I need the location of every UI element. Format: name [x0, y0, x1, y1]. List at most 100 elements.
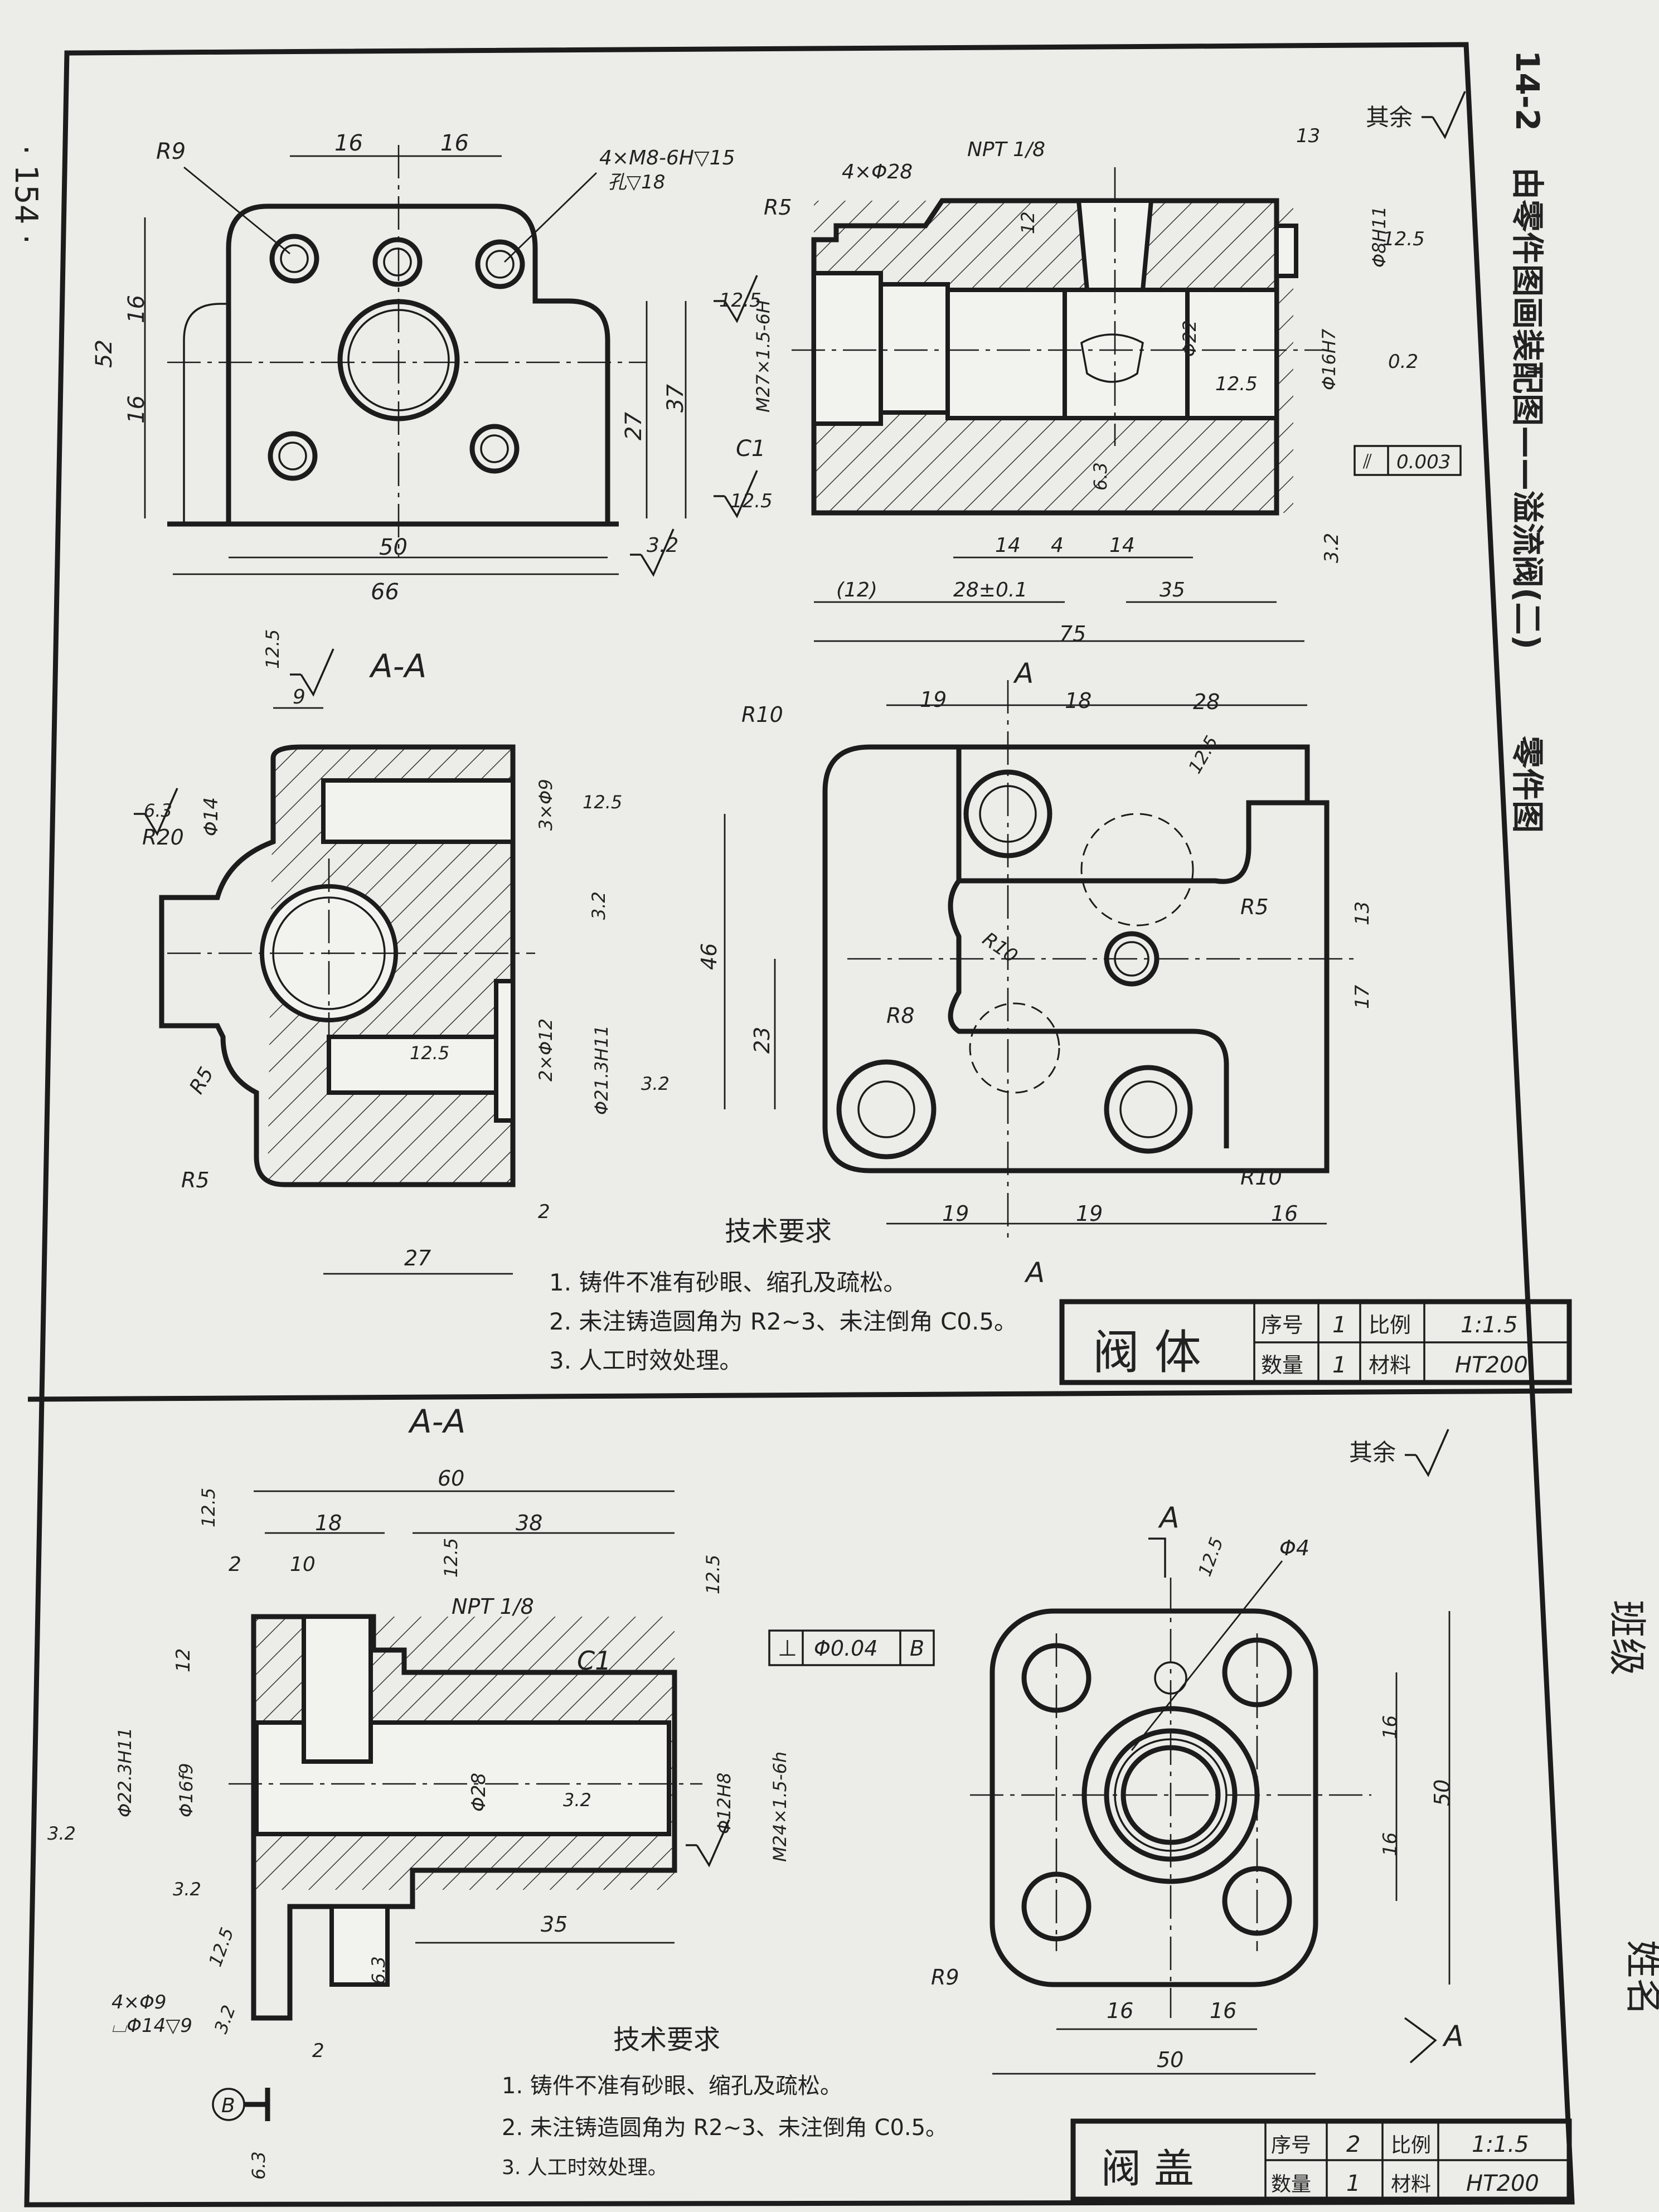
dim-28: 28±0.1: [953, 579, 1027, 601]
tb-bot-label-4: 材料: [1391, 2173, 1431, 2196]
dim-R5d: R5: [1240, 895, 1269, 919]
dim-28b: 28: [1193, 690, 1220, 714]
name-label: 姓名: [1621, 1940, 1659, 2016]
dim-38: 38: [516, 1511, 542, 1535]
runout-value: 0.2: [1388, 351, 1418, 373]
dim-phi14: Φ14: [200, 797, 222, 836]
header: 14-2 由零件图画装配图——溢流阀(二) 零件图 班级 姓名: [1508, 50, 1659, 2016]
tb-bot-value-1: 2: [1346, 2132, 1360, 2157]
tech-line-bottom-1: 1. 铸件不准有砂眼、缩孔及疏松。: [502, 2073, 842, 2099]
dim-2d: 2: [312, 2040, 324, 2062]
dim-13: 13: [1296, 125, 1320, 147]
dim-phi8h11: Φ8H11: [1369, 206, 1390, 268]
dim-23: 23: [750, 1027, 774, 1054]
rough-bot-4: 3.2: [563, 1789, 591, 1811]
rough-top-8: 12.5: [262, 629, 283, 669]
tb-top-label-2: 比例: [1369, 1313, 1411, 1337]
dim-cbore: ⌴Φ14▽9: [111, 2015, 192, 2037]
dim-52: 52: [91, 339, 117, 368]
tech-line-bottom-2: 2. 未注铸造圆角为 R2~3、未注倒角 C0.5。: [502, 2115, 948, 2141]
sheet-border: [24, 42, 1575, 2208]
valve-cover-drawing: A-A 60 18 38 2 10 12 NPT 1/8 C1 Φ22.3H11…: [47, 1403, 1572, 2202]
dim-C1: C1: [736, 436, 765, 462]
dim-16f: 16: [1107, 1998, 1133, 2023]
dim-R10: R10: [741, 702, 783, 727]
dim-16g: 16: [1210, 1998, 1236, 2023]
tb-top-value-4: HT200: [1455, 1352, 1528, 1378]
section-marker-b1: A: [1158, 1501, 1180, 1535]
dim-10: 10: [290, 1553, 316, 1576]
tb-bot-label-3: 数量: [1271, 2173, 1311, 2196]
flatness-symbol: ⫽: [1362, 450, 1372, 473]
dim-50: 50: [379, 535, 408, 560]
dim-19: 19: [920, 687, 947, 712]
dim-17: 17: [1351, 984, 1374, 1009]
dim-C1b: C1: [577, 1646, 611, 1676]
class-label: 班级: [1604, 1600, 1648, 1676]
body-section-aa: A-A 9 Φ14 R20 R5 R5 3×Φ9 2×Φ12 Φ21.3H11 …: [133, 629, 670, 1275]
dim-35b: 35: [541, 1912, 567, 1937]
cover-section-aa: A-A 60 18 38 2 10 12 NPT 1/8 C1 Φ22.3H11…: [47, 1403, 935, 2180]
dim-R5c: R5: [181, 1168, 210, 1192]
dim-R20: R20: [142, 825, 184, 850]
section-marker-a1: A: [1013, 657, 1034, 690]
dim-R9: R9: [156, 139, 186, 164]
dim-12c: 12: [172, 1648, 195, 1672]
rough-other-bottom: 其余: [1349, 1439, 1396, 1466]
rough-top-12: 3.2: [588, 891, 609, 920]
tb-bot-value-3: 1: [1346, 2171, 1360, 2196]
valve-body-drawing: R9 16 16 4×M8-6H▽15 孔▽18 52 16 16 27 37 …: [91, 90, 1572, 1385]
dim-4: 4: [1051, 534, 1064, 557]
body-top-view: R9 16 16 4×M8-6H▽15 孔▽18 52 16 16 27 37 …: [91, 130, 735, 605]
dim-phi16h7: Φ16H7: [1318, 328, 1340, 390]
datum-b: B: [221, 2094, 235, 2117]
dim-13b: 13: [1351, 901, 1374, 925]
tb-bot-label-1: 序号: [1271, 2134, 1311, 2157]
dim-phi12h8: Φ12H8: [714, 1773, 735, 1834]
rough-bot-3: 12.5: [702, 1555, 724, 1594]
dim-12: (12): [836, 579, 877, 601]
title-block-bottom-name: 阀 盖: [1101, 2145, 1194, 2192]
rough-bot-6: 3.2: [173, 1879, 201, 1900]
dim-14a: 14: [995, 534, 1021, 557]
rough-other-top: 其余: [1366, 104, 1413, 131]
title-block-top: 阀 体 序号 1 比例 1:1.5 数量 1 材料 HT200: [1059, 1299, 1572, 1385]
dim-9: 9: [293, 686, 305, 709]
tb-top-label-1: 序号: [1261, 1313, 1303, 1337]
dim-phi16f9: Φ16f9: [176, 1763, 197, 1817]
tech-requirements-top: 技术要求 1. 铸件不准有砂眼、缩孔及疏松。 2. 未注铸造圆角为 R2~3、未…: [549, 1216, 1017, 1374]
tb-bot-label-2: 比例: [1391, 2134, 1431, 2157]
dim-18: 18: [1065, 688, 1092, 713]
tech-line-bottom-3: 3. 人工时效处理。: [502, 2156, 668, 2179]
flatness-frame: [1354, 445, 1462, 476]
tb-top-label-4: 材料: [1369, 1353, 1411, 1377]
rough-bot-9: 6.3: [368, 1956, 389, 1985]
page-number: · 154 ·: [8, 145, 44, 244]
dim-4x28: 4×Φ28: [842, 161, 913, 183]
dim-R9b: R9: [931, 1965, 959, 1990]
dim-M27: M27×1.5-6H: [753, 300, 774, 413]
section-marker-a2: A: [1024, 1257, 1045, 1289]
dim-m24: M24×1.5-6h: [769, 1752, 790, 1862]
dim-50c: 50: [1430, 1779, 1454, 1806]
dim-46: 46: [697, 943, 721, 970]
dim-16d: 16: [1379, 1715, 1401, 1739]
dim-phi223: Φ22.3H11: [114, 1728, 135, 1817]
header-code: 14-2: [1508, 50, 1546, 131]
dim-3x9: 3×Φ9: [535, 779, 556, 831]
dim-16e: 16: [1379, 1832, 1401, 1856]
dim-27b: 27: [404, 1246, 431, 1270]
rough-top-9: 6.3: [144, 800, 172, 821]
tech-title-top: 技术要求: [725, 1216, 832, 1247]
dim-19c: 19: [1076, 1201, 1103, 1226]
dim-phi213: Φ21.3H11: [591, 1025, 612, 1115]
dim-npt: NPT 1/8: [967, 138, 1045, 161]
dim-16c: 16: [1271, 1201, 1298, 1226]
dim-npt-b: NPT 1/8: [452, 1594, 534, 1619]
dim-66: 66: [371, 579, 399, 605]
flatness-value: 0.003: [1396, 451, 1451, 473]
tech-line-top-1: 1. 铸件不准有砂眼、缩孔及疏松。: [549, 1269, 906, 1296]
rough-top-5: 12.5: [1215, 373, 1258, 395]
header-title: 由零件图画装配图——溢流阀(二): [1508, 167, 1546, 649]
